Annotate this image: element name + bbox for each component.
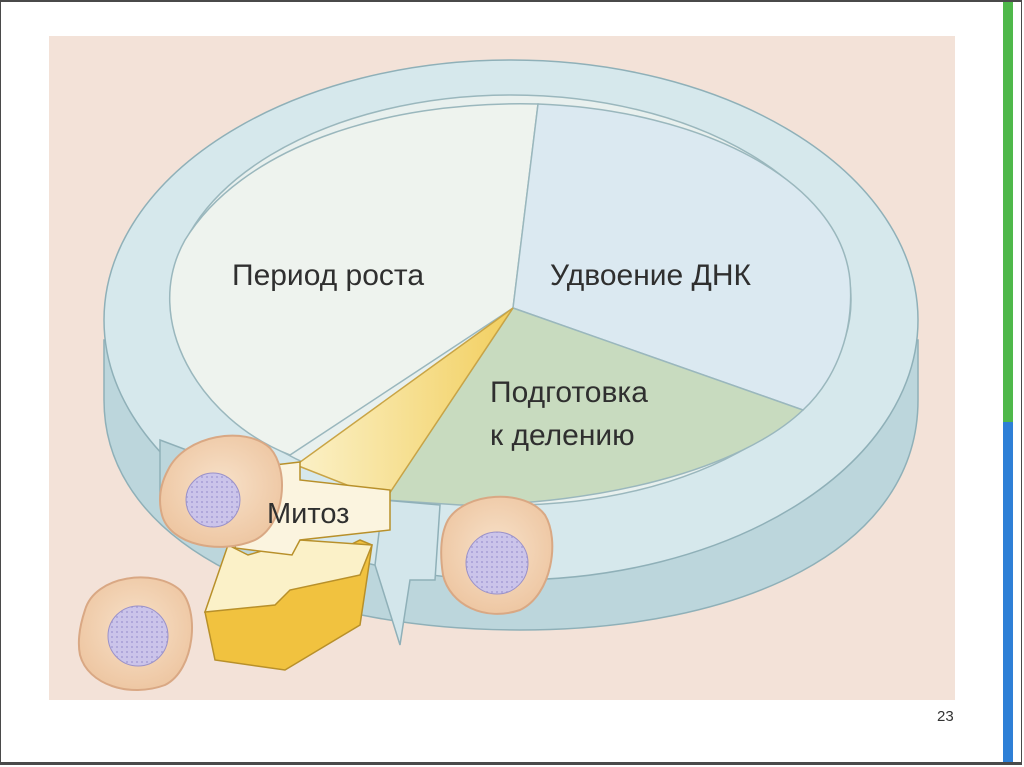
- sector-growth-period: [168, 103, 539, 456]
- sector-mitosis: [294, 307, 514, 501]
- label-division-prep-line2: к делению: [490, 419, 635, 452]
- label-division-prep-line1: Подготовка: [490, 376, 648, 409]
- cell-right: [440, 495, 554, 615]
- label-dna-replication: Удвоение ДНК: [550, 259, 751, 292]
- sector-dna-replication: [512, 103, 852, 411]
- accent-bar-blue: [1003, 422, 1013, 762]
- cell-bottom-left: [77, 576, 193, 692]
- page-number: 23: [937, 708, 954, 725]
- cell-top-left: [159, 434, 283, 548]
- label-growth-period: Период роста: [232, 259, 425, 292]
- label-mitosis: Митоз: [267, 498, 350, 530]
- accent-bar-green: [1003, 2, 1013, 422]
